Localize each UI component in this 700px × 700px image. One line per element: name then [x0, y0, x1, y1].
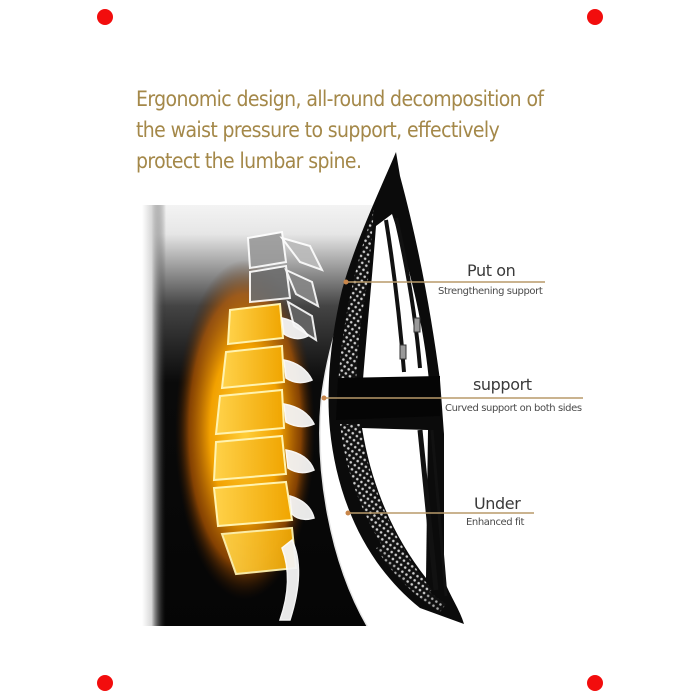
callout-dot-put-on [343, 279, 349, 285]
corner-marker-bottom-right [587, 675, 603, 691]
callout-dot-support [321, 395, 327, 401]
corner-marker-top-left [97, 9, 113, 25]
headline-line-1: Ergonomic design, all-round decompositio… [136, 87, 544, 111]
callout-subtitle-support: Curved support on both sides [445, 403, 582, 414]
callout-subtitle-under: Enhanced fit [466, 517, 525, 528]
callout-title-support: support [473, 375, 532, 394]
spine-icon [212, 230, 325, 621]
headline: Ergonomic design, all-round decompositio… [136, 84, 596, 177]
callout-dot-under [345, 510, 351, 516]
headline-line-2: the waist pressure to support, effective… [136, 118, 500, 142]
corner-marker-top-right [587, 9, 603, 25]
mesh-lumbar-support [328, 152, 464, 624]
callout-title-under: Under [474, 494, 521, 513]
callout-title-put-on: Put on [467, 261, 516, 280]
headline-line-3: protect the lumbar spine. [136, 149, 362, 173]
callout-lines [324, 281, 583, 514]
callout-subtitle-put-on: Strengthening support [438, 286, 543, 297]
corner-marker-bottom-left [97, 675, 113, 691]
